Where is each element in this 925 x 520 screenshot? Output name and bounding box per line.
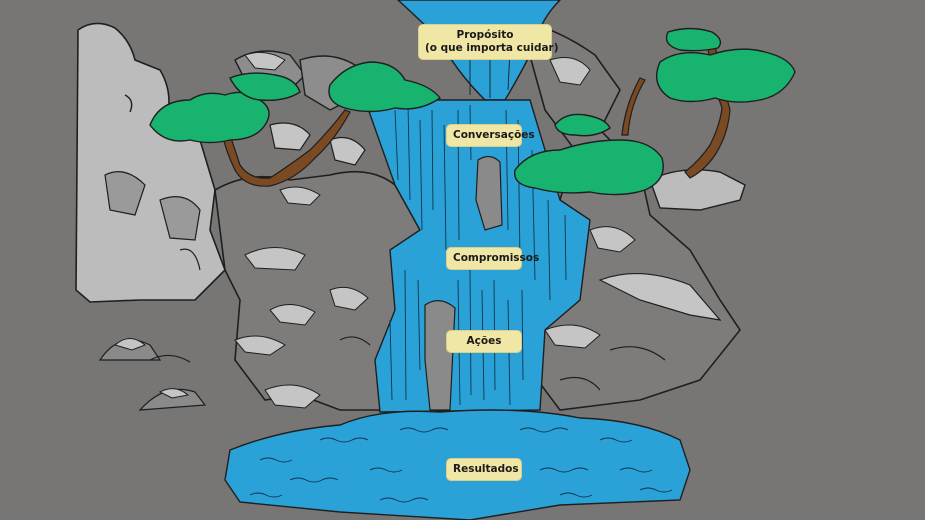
stage-title: Compromissos: [453, 252, 515, 265]
stage-subtitle: (o que importa cuidar): [425, 42, 545, 55]
stage-label-compromissos: Compromissos: [446, 247, 522, 270]
stage-title: Conversações: [453, 129, 515, 142]
stage-label-conversacoes: Conversações: [446, 124, 522, 147]
stage-title: Propósito: [425, 29, 545, 42]
stage-title: Ações: [453, 335, 515, 348]
stage-label-proposito: Propósito (o que importa cuidar): [418, 24, 552, 60]
stage-label-resultados: Resultados: [446, 458, 522, 481]
stage-label-acoes: Ações: [446, 330, 522, 353]
stage-title: Resultados: [453, 463, 515, 476]
